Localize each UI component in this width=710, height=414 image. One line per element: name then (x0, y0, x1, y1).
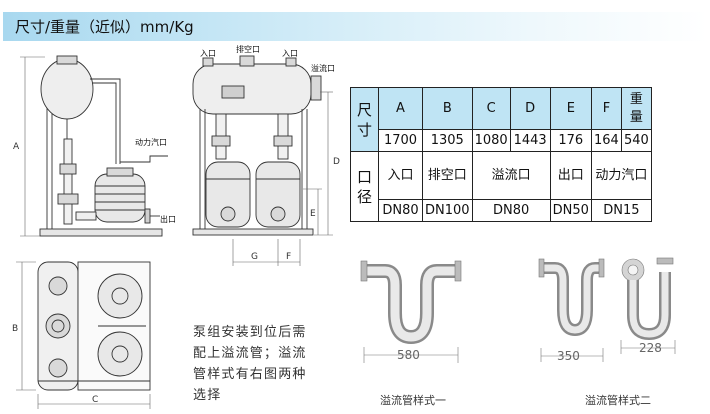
pipe-style-2-caption: 溢流管样式二 (585, 394, 651, 407)
installation-note: 泵组安装到位后需配上溢流管；溢流管样式有右图两种选择 (193, 325, 307, 403)
dim-b-label: B (12, 324, 18, 334)
size-motive-steam: DN15 (590, 199, 652, 222)
vent-label: 排空口 (236, 44, 260, 54)
port-motive-steam: 动力汽口 (590, 151, 652, 200)
dim-d-label: D (333, 157, 340, 167)
spec-table: 尺寸 A B C D E F 重量 1700 1305 1080 1443 17… (350, 87, 652, 222)
pipe-2-dim-a: 350 (557, 349, 580, 363)
port-outlet: 出口 (549, 151, 592, 200)
val-e: 176 (549, 129, 592, 152)
col-a: A (378, 87, 423, 130)
val-f: 164 (590, 129, 622, 152)
motive-steam-label: 动力汽口 (135, 137, 167, 147)
dim-a-label: A (13, 142, 20, 152)
col-e: E (549, 87, 592, 130)
size-vent: DN100 (422, 199, 473, 222)
front-outlet-label: 出口 (160, 214, 176, 224)
col-c: C (471, 87, 511, 130)
pipe-style-1-caption: 溢流管样式一 (380, 394, 446, 407)
dim-f-label: F (286, 252, 291, 262)
dim-g-label: G (251, 252, 258, 262)
size-overflow: DN80 (471, 199, 551, 222)
col-b: B (422, 87, 473, 130)
val-b: 1305 (422, 129, 473, 152)
section-title: 尺寸/重量（近似）mm/Kg (15, 18, 194, 36)
dim-c-label: C (92, 395, 98, 405)
dim-e-label: E (310, 209, 316, 219)
col-weight: 重量 (620, 87, 652, 130)
side-inlet-right-label: 入口 (282, 49, 298, 58)
pipe-2-dim-b: 228 (639, 341, 662, 355)
val-a: 1700 (378, 129, 423, 152)
val-d: 1443 (509, 129, 551, 152)
port-overflow: 溢流口 (471, 151, 551, 200)
plan-view-drawing: B C (12, 261, 151, 409)
section-header: 尺寸/重量（近似）mm/Kg (3, 12, 707, 41)
side-inlet-left-label: 入口 (200, 49, 216, 58)
overflow-label: 溢流口 (311, 63, 335, 73)
front-view-drawing: A 动力汽口 出口 (13, 55, 176, 237)
port-vent: 排空口 (422, 151, 473, 200)
port-inlet: 入口 (378, 151, 423, 200)
val-weight: 540 (620, 129, 652, 152)
size-row-label: 尺寸 (350, 87, 379, 152)
side-view-drawing: 入口 排空口 入口 溢流口 D E G F (192, 44, 340, 266)
val-c: 1080 (471, 129, 511, 152)
size-outlet: DN50 (549, 199, 592, 222)
col-d: D (509, 87, 551, 130)
pipe-style-1-drawing: 580 (360, 260, 462, 363)
pipe-1-dim: 580 (397, 348, 420, 362)
size-inlet: DN80 (378, 199, 423, 222)
pipe-style-2-drawing: 350 228 (538, 257, 676, 363)
port-row-label: 口径 (350, 151, 379, 222)
col-f: F (590, 87, 622, 130)
